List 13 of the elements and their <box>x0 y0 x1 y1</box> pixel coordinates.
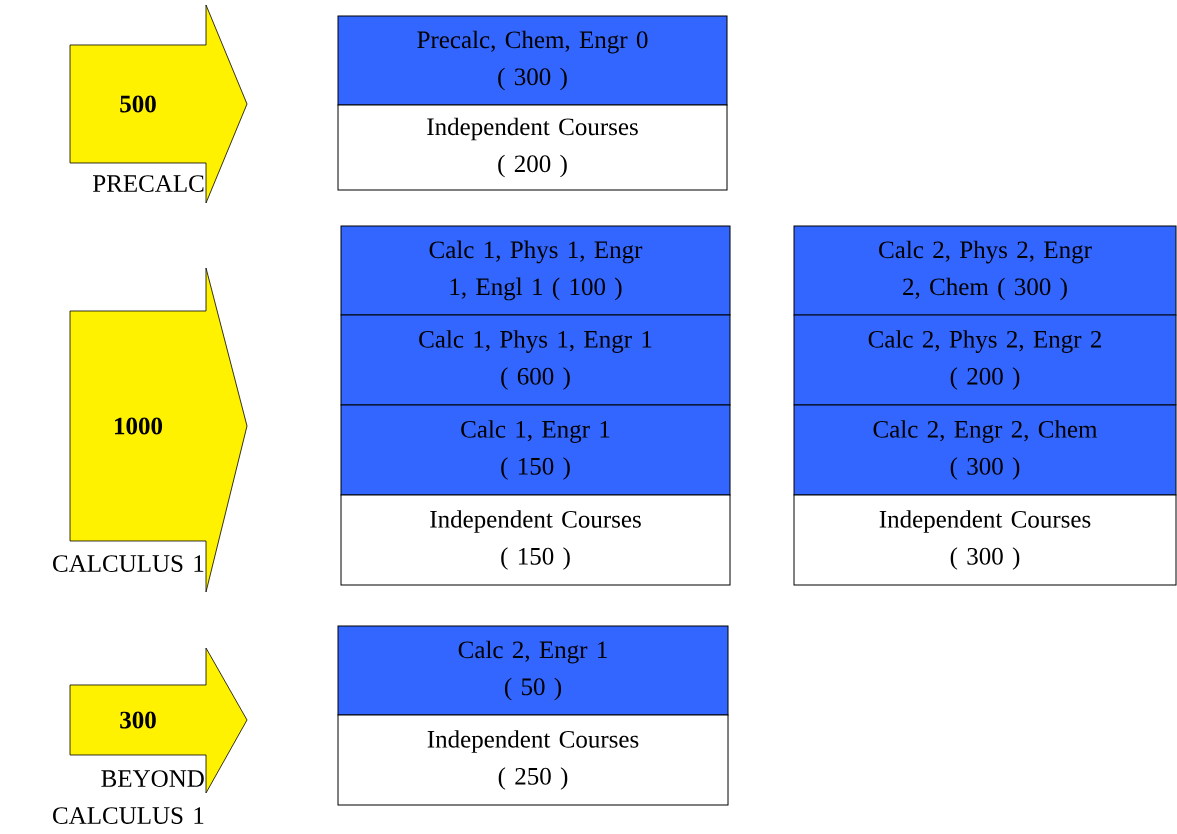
course-box: Calc 1, Engr 1 ( 150 ) <box>340 404 731 496</box>
course-box: Independent Courses ( 250 ) <box>337 714 729 806</box>
course-box: Calc 2, Engr 2, Chem ( 300 ) <box>793 404 1177 496</box>
course-box: Calc 2, Engr 1 ( 50 ) <box>337 625 729 716</box>
course-box: Independent Courses ( 300 ) <box>793 494 1177 586</box>
course-box: Calc 1, Phys 1, Engr 1 ( 600 ) <box>340 314 731 406</box>
course-box: Calc 2, Phys 2, Engr 2, Chem ( 300 ) <box>793 225 1177 316</box>
course-box: Calc 2, Phys 2, Engr 2 ( 200 ) <box>793 314 1177 406</box>
course-box: Calc 1, Phys 1, Engr 1, Engl 1 ( 100 ) <box>340 225 731 316</box>
arrow-caption: PRECALC <box>93 175 204 192</box>
course-box: Independent Courses ( 200 ) <box>337 104 728 191</box>
course-box: Independent Courses ( 150 ) <box>340 494 731 586</box>
course-box: Precalc, Chem, Engr 0 ( 300 ) <box>337 15 728 106</box>
